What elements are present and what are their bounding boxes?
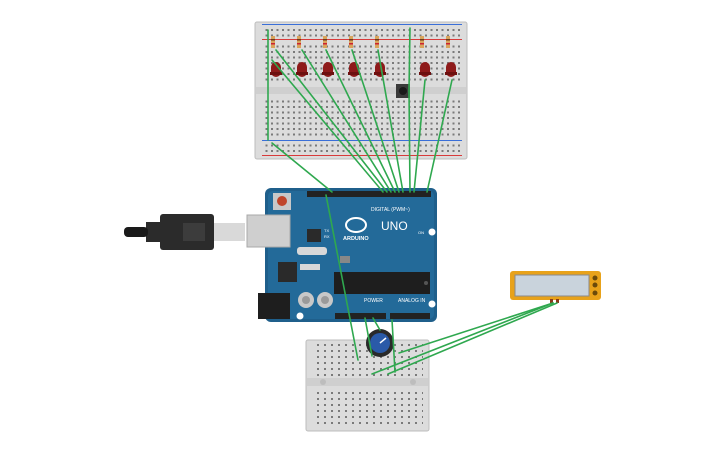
wire[interactable] bbox=[372, 317, 381, 331]
power-jack bbox=[258, 293, 290, 319]
wire[interactable] bbox=[351, 49, 400, 193]
wire[interactable] bbox=[413, 79, 426, 193]
wire[interactable] bbox=[275, 49, 388, 193]
wire[interactable] bbox=[408, 27, 411, 193]
wire[interactable] bbox=[387, 302, 558, 375]
leds bbox=[270, 62, 457, 77]
lcd-display[interactable] bbox=[510, 271, 601, 303]
on-label: ON bbox=[418, 230, 424, 235]
wires bbox=[267, 27, 558, 375]
usb-cable[interactable] bbox=[124, 214, 214, 250]
wire[interactable] bbox=[325, 194, 359, 361]
led[interactable] bbox=[419, 62, 431, 77]
wire[interactable] bbox=[271, 59, 384, 193]
wire[interactable] bbox=[377, 49, 404, 193]
rx-label: RX bbox=[324, 234, 330, 239]
arduino-model-label: UNO bbox=[381, 219, 408, 233]
wire[interactable] bbox=[426, 79, 453, 193]
resistor[interactable] bbox=[375, 36, 379, 48]
top-breadboard[interactable] bbox=[254, 21, 468, 160]
wire[interactable] bbox=[364, 317, 373, 357]
usb-port bbox=[213, 214, 291, 248]
bottom-breadboard[interactable] bbox=[305, 339, 430, 432]
wire[interactable] bbox=[398, 302, 554, 354]
resistor[interactable] bbox=[446, 36, 450, 48]
resistor[interactable] bbox=[271, 36, 275, 48]
led[interactable] bbox=[445, 62, 457, 77]
pushbutton[interactable] bbox=[396, 84, 410, 98]
wire[interactable] bbox=[325, 49, 396, 193]
resistor[interactable] bbox=[323, 36, 327, 48]
led[interactable] bbox=[322, 62, 334, 77]
tx-label: TX bbox=[324, 228, 329, 233]
wire[interactable] bbox=[371, 302, 554, 375]
resistor[interactable] bbox=[349, 36, 353, 48]
wire[interactable] bbox=[301, 49, 392, 193]
led[interactable] bbox=[296, 62, 308, 77]
resistors bbox=[271, 36, 450, 48]
wire[interactable] bbox=[271, 142, 333, 193]
arduino-uno-board[interactable]: ARDUINO UNO DIGITAL (PWM~) POWER ANALOG … bbox=[265, 188, 437, 322]
resistor[interactable] bbox=[297, 36, 301, 48]
analog-pins-label: ANALOG IN bbox=[398, 298, 426, 304]
resistor[interactable] bbox=[420, 36, 424, 48]
potentiometer[interactable] bbox=[366, 329, 394, 357]
power-pins-label: POWER bbox=[364, 298, 383, 304]
wire[interactable] bbox=[391, 319, 396, 373]
digital-pins-label: DIGITAL (PWM~) bbox=[371, 207, 410, 213]
led[interactable] bbox=[270, 62, 282, 77]
arduino-brand-label: ARDUINO bbox=[343, 236, 369, 242]
